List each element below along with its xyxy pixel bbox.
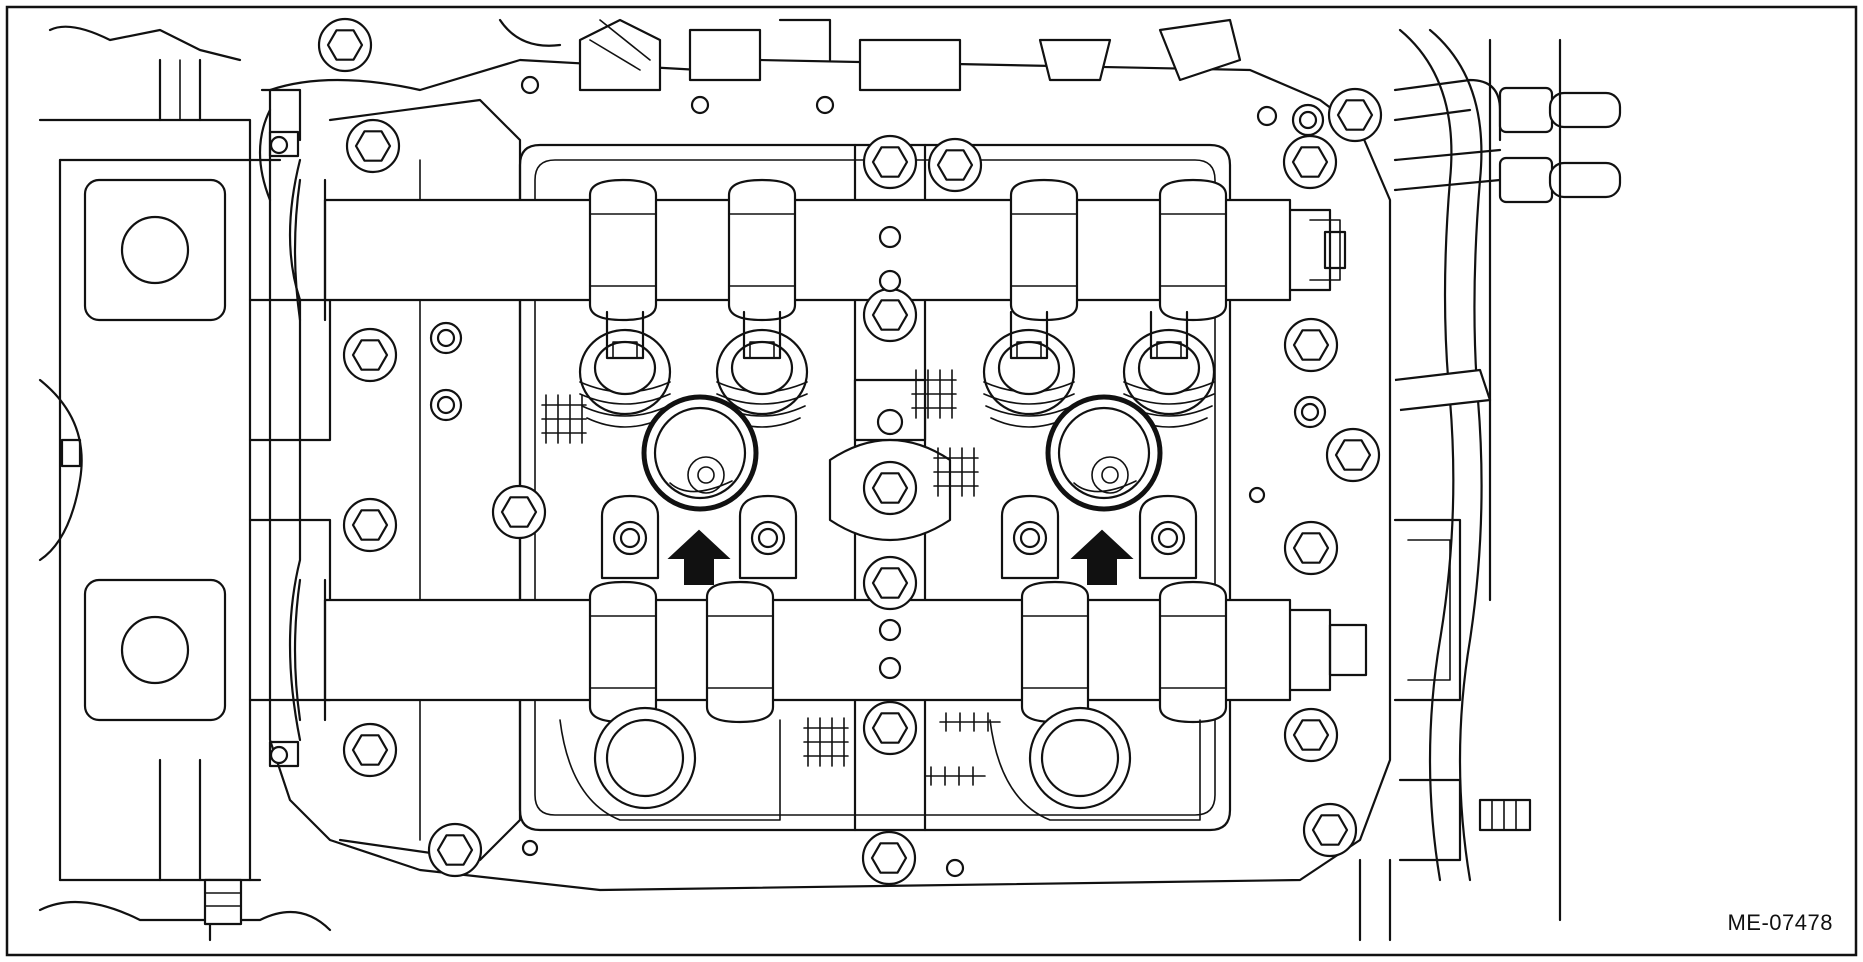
indicator-arrow-right [1072,530,1132,585]
lower-wells [559,706,1201,821]
indicator-arrow-left [669,530,729,585]
washers [269,75,1327,878]
figure-frame [5,5,1858,957]
cam-carrier-outline [518,143,1232,832]
intake-camshaft [293,178,1347,322]
spark-plug-hole-right [1048,397,1160,509]
right-hoses [1358,28,1622,942]
spark-plug-hole-left [644,397,756,509]
exhaust-camshaft [293,578,1368,724]
center-bolts [862,134,918,756]
top-components [498,18,1242,92]
figure-id-label: ME-07478 [1727,910,1833,935]
left-engine-section [38,25,332,942]
